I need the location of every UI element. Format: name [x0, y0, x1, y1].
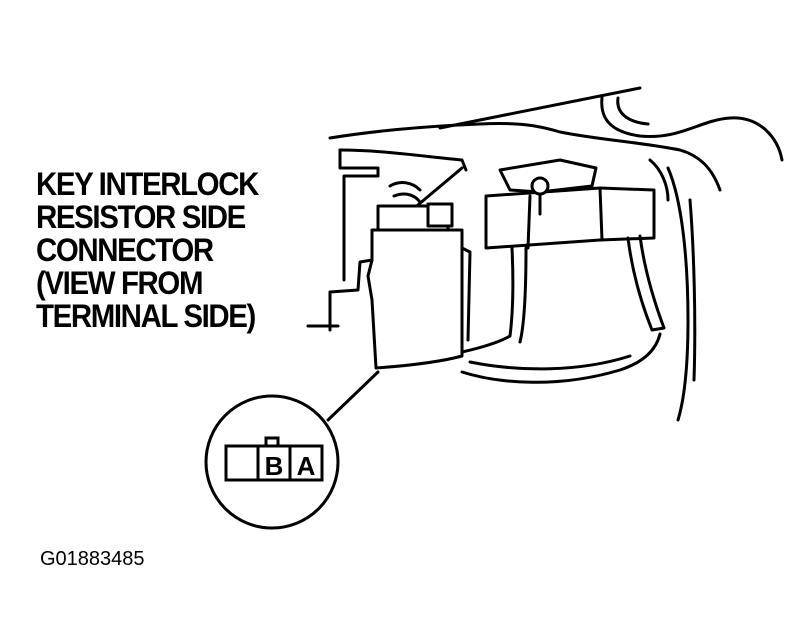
wire-harness-left	[460, 246, 515, 354]
dash-top-edge	[438, 86, 642, 130]
connector-body	[366, 228, 464, 370]
terminal-a-label: A	[297, 451, 316, 481]
connector-rib	[460, 246, 472, 342]
callout-line-1: KEY INTERLOCK	[36, 166, 259, 202]
housing-right-side	[666, 166, 690, 422]
terminal-face	[224, 444, 324, 482]
wire-loop	[460, 332, 662, 384]
wire-loop-inner	[468, 354, 632, 371]
relay-divider-2	[598, 186, 604, 242]
terminal-key	[264, 436, 280, 448]
relay-top-bracket	[498, 158, 598, 194]
bracket-top	[338, 148, 468, 172]
callout-line-5: TERMINAL SIDE)	[36, 298, 256, 334]
terminal-b-label: B	[265, 451, 284, 481]
callout-line-2: RESISTOR SIDE	[36, 199, 246, 235]
relay-divider-1	[526, 194, 532, 250]
housing-right-inner	[688, 198, 697, 382]
connector-step	[328, 258, 374, 332]
housing-upper-outline	[328, 121, 722, 192]
housing-curve-right	[648, 158, 670, 202]
wire-sleeve-right	[626, 234, 666, 332]
column-cover-inner	[616, 96, 650, 126]
wire-harness-left-2	[518, 246, 528, 344]
bracket-outline	[338, 148, 380, 282]
connector-tab	[426, 202, 454, 228]
connector-callout: KEY INTERLOCK RESISTOR SIDE CONNECTOR (V…	[36, 168, 336, 333]
mount-bolt	[530, 176, 550, 196]
callout-line-3: CONNECTOR	[36, 232, 214, 268]
callout-line-4: (VIEW FROM	[36, 265, 203, 301]
figure-id: G01883485	[40, 548, 145, 570]
wire-bundle-top	[388, 181, 422, 204]
column-cover-outline	[600, 96, 784, 162]
detail-leader	[326, 370, 380, 422]
